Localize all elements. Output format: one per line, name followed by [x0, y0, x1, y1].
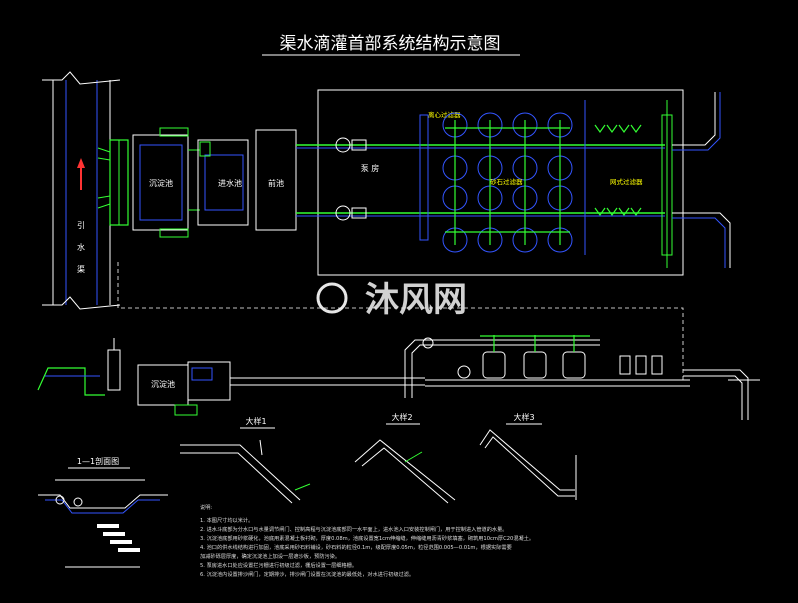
pump-house-plan: 泵 房 离心过滤器 砂石过滤器 网式过滤器 [296, 89, 731, 276]
section-title: 1—1剖面图 [77, 456, 119, 466]
pump-house-label: 泵 房 [361, 163, 380, 173]
elevation-view: 沉淀池 [37, 335, 760, 420]
sand-filter-label: 砂石过滤器 [490, 177, 523, 186]
detail2-title: 大样2 [391, 412, 412, 422]
mesh-filter-label: 网式过滤器 [610, 177, 643, 186]
note-1: 1. 本图尺寸均以米计。 [200, 516, 253, 524]
inlet-tank-plan: 进水池 [197, 139, 249, 226]
canal-label-3: 渠 [77, 264, 85, 274]
watermark: 沐风网 [316, 280, 467, 320]
canal-label-1: 引 [77, 221, 85, 230]
diagram-title: 渠水滴灌首部系统结构示意图 [280, 34, 501, 54]
detail1-drawing [180, 439, 311, 504]
detail3-drawing [479, 429, 577, 500]
forebay-label: 前池 [268, 178, 284, 188]
watermark-text: 沐风网 [365, 280, 467, 320]
canal-label-2: 水 [77, 242, 85, 252]
detail3-title: 大样3 [513, 412, 534, 422]
note-4: 4. 池口的供水线结构进行加固，池底采用砂石料铺设，砂石料的粒径0.1m，级配厚… [200, 543, 512, 551]
notes-heading: 说明: [200, 503, 212, 511]
note-7: 6. 沉淀池内设置排沙闸门，定期排沙，排沙闸门设置在沉淀池的最低处，对水进行初级… [200, 570, 414, 578]
note-6: 5. 泵房进水口处应设置拦污栅进行初级过滤，栅后设置一层细格栅。 [200, 561, 357, 569]
canal: 引 水 渠 [42, 71, 129, 310]
notes-block: 说明: 1. 本图尺寸均以米计。 2. 进水斗底部为分水口与水量调节闸门、控制高… [200, 503, 534, 578]
forebay-plan: 前池 [255, 129, 297, 231]
detail1-title: 大样1 [245, 416, 266, 426]
centrifugal-filter-label: 离心过滤器 [428, 110, 461, 119]
note-3: 3. 沉淀池底部用砂浆硬化，池底用素混凝土板衬砌，厚度0.08m，池底设置宽1c… [200, 534, 534, 542]
settling-tank-plan: 沉淀池 [132, 127, 200, 238]
inlet-tank-label: 进水池 [218, 178, 242, 188]
detail2-drawing [354, 439, 456, 504]
settling-tank-label: 沉淀池 [149, 178, 173, 188]
elevation-settling-tank-label: 沉淀池 [151, 379, 175, 389]
note-2: 2. 进水斗底部为分水口与水量调节闸门、控制高程与沉淀池底部同一水平面上，进水池… [200, 525, 507, 533]
note-5: 加减砂砾层厚度，确定沉淀池上加设一层遮沙板，预防污染。 [200, 552, 340, 560]
section-drawing [38, 479, 168, 568]
